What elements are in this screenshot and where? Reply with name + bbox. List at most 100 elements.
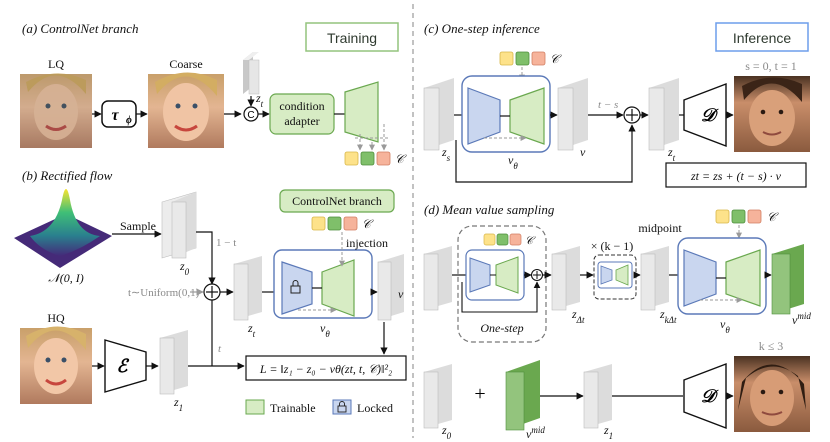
unet-decoder-repeat (615, 264, 629, 286)
z1-block-d (583, 364, 612, 429)
midpoint-label: midpoint (638, 221, 682, 235)
unet-decoder-d1 (495, 256, 519, 294)
training-badge-label: Training (327, 30, 377, 46)
training-badge (305, 22, 399, 52)
zdt-label: zΔt (571, 307, 585, 325)
hq-label: HQ (47, 311, 65, 325)
hq-face-image (20, 326, 92, 404)
decoder-block-c (683, 82, 727, 148)
decoder-symbol-c: 𝒟 (701, 105, 719, 125)
cond-token-orange-d2 (747, 209, 762, 224)
v-block-b (377, 254, 404, 321)
output-face-d (734, 356, 810, 432)
section-c-title: (c) One-step inference (424, 21, 540, 36)
inference-badge (715, 22, 809, 52)
z0-label-d: z0 (441, 423, 452, 441)
coarse-face-image (148, 72, 224, 148)
cond-c-label-d1: 𝒞 (525, 235, 536, 247)
zt-label-b: zt (247, 321, 256, 339)
vtheta-label-b: vθ (320, 321, 330, 339)
cond-token-orange-c (531, 51, 546, 66)
zs-block-c (423, 78, 454, 151)
unet-decoder-c (509, 87, 545, 145)
cond-token-green-d2 (731, 209, 746, 224)
t-minus-s-label: t − s (598, 99, 618, 111)
zdt-block-d (551, 246, 580, 311)
controlnet-branch-box (279, 189, 395, 213)
unet-decoder-d2 (725, 249, 761, 307)
vmid-label-d: vmid (792, 311, 811, 327)
controlnet-branch-label: ControlNet branch (292, 194, 382, 208)
output-face-c (734, 76, 810, 152)
cond-c-label-b: 𝒞 (362, 217, 374, 231)
tau-phi-symbol: τ (111, 107, 119, 124)
cond-token-green-c (515, 51, 530, 66)
section-a-title: (a) ControlNet branch (22, 21, 139, 36)
zt-block-b (233, 256, 262, 321)
gaussian-surface-plot (14, 189, 112, 268)
coarse-label: Coarse (169, 57, 202, 71)
update-formula-box (665, 162, 807, 188)
zt-block-a (243, 52, 260, 95)
zs-label-c: zs (441, 145, 451, 163)
z1-block-b (159, 330, 188, 395)
vmid-block-d (771, 244, 804, 315)
loss-formula: L = ‖z₁ − z₀ − vθ(zt, t, 𝒞)‖²₂ (259, 362, 392, 376)
legend-trainable-label: Trainable (270, 401, 316, 415)
z-start-block-d (423, 246, 452, 311)
cond-token-yellow-a (344, 151, 359, 166)
st-values-label: s = 0, t = 1 (745, 59, 797, 73)
cond-token-green-d1 (496, 233, 509, 246)
cond-c-label-c: 𝒞 (550, 52, 562, 66)
cond-token-orange-d1 (509, 233, 522, 246)
lq-face-image (20, 73, 92, 148)
cond-c-label-d2: 𝒞 (767, 210, 779, 224)
unet-encoder-d1 (469, 257, 491, 293)
t-uniform-label: t∼Uniform(0,1) (128, 287, 200, 299)
encoder-symbol: ℰ (117, 356, 130, 376)
vmid-block-bottom (505, 360, 540, 431)
loss-box (245, 355, 407, 381)
z0-block-d (423, 364, 452, 429)
z1-label-b: z1 (173, 395, 183, 413)
condition-adapter-line2: adapter (284, 114, 319, 128)
plus-symbol: + (474, 383, 485, 405)
lq-label: LQ (48, 57, 64, 71)
encoder-block (104, 339, 147, 393)
cond-token-green-b (327, 216, 342, 231)
cond-token-yellow-d2 (715, 209, 730, 224)
concat-symbol: C (247, 110, 254, 121)
update-formula: zt = zs + (t − s) · v (690, 169, 782, 183)
z1-label-d: z1 (603, 423, 613, 441)
k-bound-label: k ≤ 3 (759, 339, 784, 353)
one-step-label: One-step (480, 321, 523, 335)
normal-dist-label: 𝒩(0, I) (48, 271, 83, 285)
cond-token-orange-a (376, 151, 391, 166)
vtheta-label-c: vθ (508, 153, 518, 171)
zt-block-c (648, 78, 679, 151)
vmid-label-bottom: vmid (526, 425, 545, 441)
t-label-b: t (218, 343, 222, 355)
zt-label-c: zt (667, 145, 676, 163)
legend-trainable-swatch (245, 399, 265, 415)
lock-icon-legend (337, 401, 347, 413)
zt-label-a: zt (255, 91, 264, 109)
v-label-c: v (580, 145, 586, 159)
cond-c-label-a: 𝒞 (395, 152, 407, 166)
sample-label: Sample (120, 219, 156, 233)
unet-encoder-locked (281, 261, 313, 315)
decoder-block-d (683, 362, 727, 430)
cond-token-yellow-d1 (483, 233, 496, 246)
tau-phi-subscript: ϕ (126, 115, 132, 126)
unet-encoder-c (467, 87, 501, 145)
decoder-symbol-d: 𝒟 (701, 386, 719, 406)
unet-encoder-repeat (600, 265, 613, 285)
controlnet-encoder-a (344, 81, 379, 143)
zkdt-label: zkΔt (659, 307, 677, 325)
lock-icon-unet (290, 280, 301, 294)
v-block-c (557, 78, 588, 151)
unet-encoder-d2 (683, 249, 717, 307)
cond-token-orange-b (343, 216, 358, 231)
legend-locked-label: Locked (357, 401, 393, 415)
